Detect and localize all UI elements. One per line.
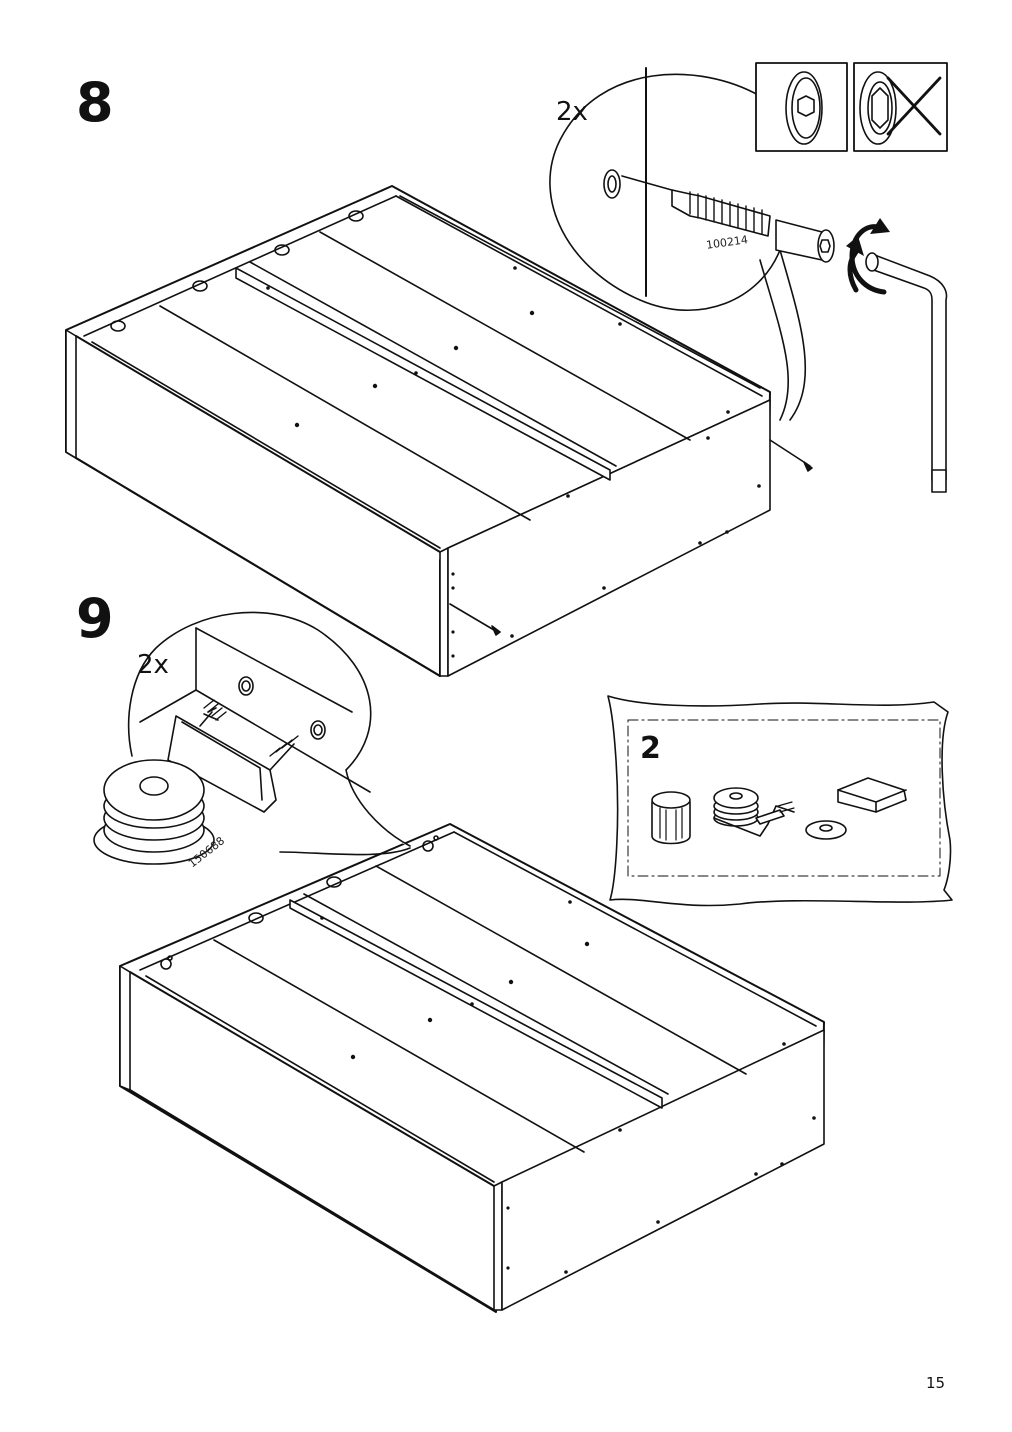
screw-part-100214: [671, 189, 835, 263]
plastic-plug-crossed-icon: [853, 62, 948, 152]
drawer-holes-step9: [320, 900, 816, 1274]
drawer-holes-step8: [266, 266, 761, 658]
rotate-arrow-icon: [847, 224, 887, 295]
screw-head-hex-icon: [755, 62, 848, 152]
drawer-frame-step8: [65, 185, 771, 677]
washer-icon: [805, 820, 847, 840]
foot-part-150688: [93, 699, 299, 865]
foot-bracket-icon: [713, 787, 795, 837]
parts-bag-count: 2: [640, 731, 661, 766]
step-8-quantity: 2x: [556, 97, 588, 127]
step-9-number: 9: [76, 587, 114, 650]
drawer-frame-step9: [119, 823, 825, 1313]
felt-pad-icon: [837, 777, 907, 813]
detail-circle-step8: [549, 67, 807, 421]
detail-circle-step9: [127, 611, 411, 856]
screw-insertion-step8: [449, 439, 813, 636]
parts-bag: [607, 695, 953, 907]
mounted-foot-step9: [160, 835, 439, 970]
adjustable-foot-icon: [651, 791, 691, 845]
step-9-quantity: 2x: [137, 650, 169, 680]
step-8-number: 8: [76, 71, 114, 134]
allen-key-icon: [865, 252, 948, 493]
page-number: 15: [926, 1374, 946, 1392]
